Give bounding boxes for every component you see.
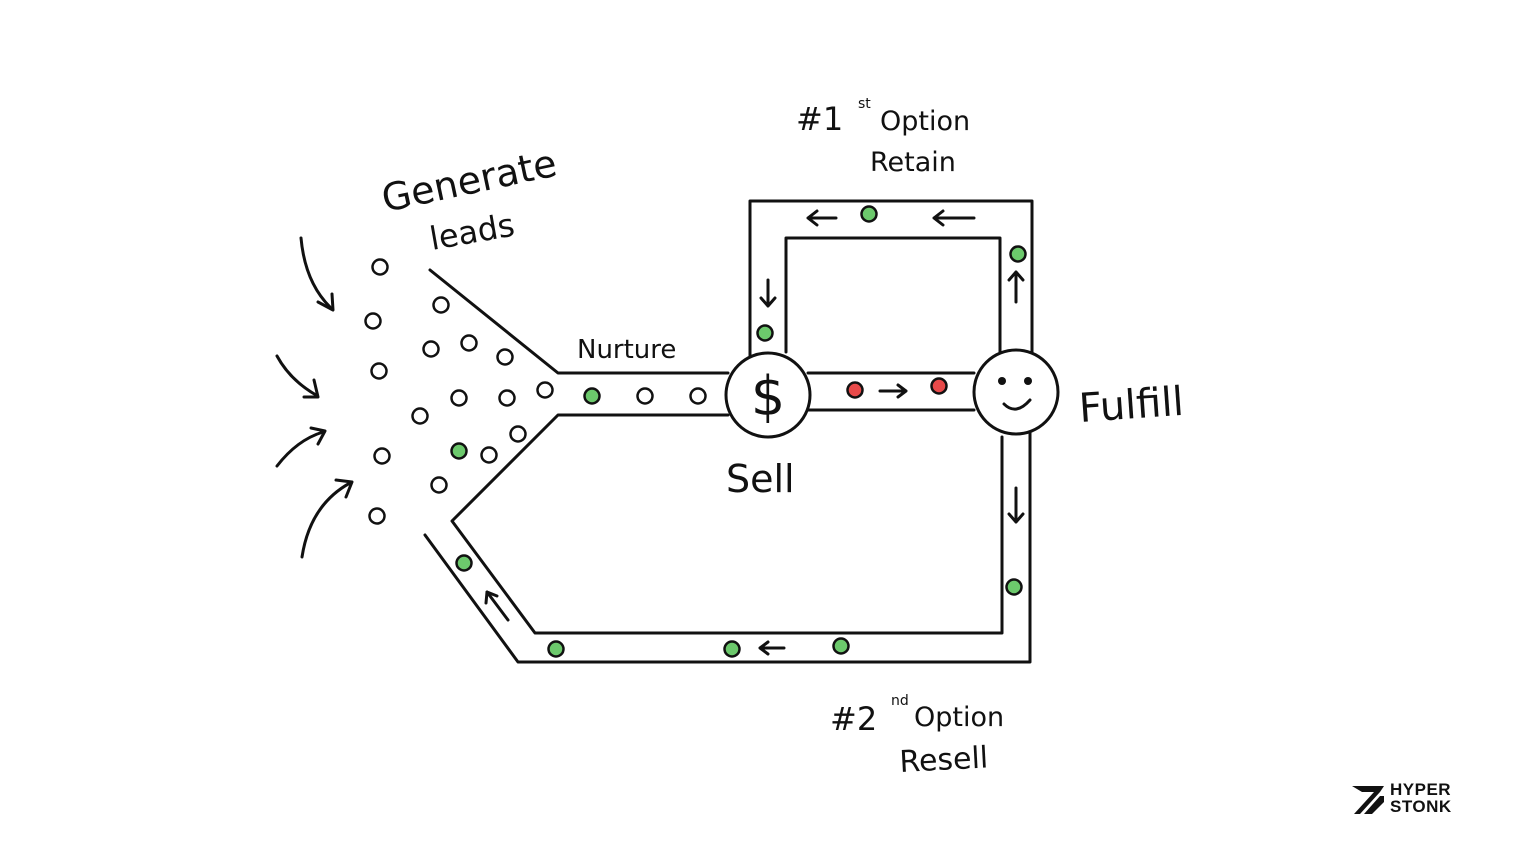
unfulfilled-lead-dot xyxy=(846,381,864,399)
lead-dot xyxy=(373,447,391,465)
option1-number: #1 xyxy=(796,100,843,138)
lead-dot xyxy=(496,348,514,366)
lead-dot xyxy=(422,340,440,358)
converted-lead-dot xyxy=(583,387,601,405)
converted-lead-dot xyxy=(756,324,774,342)
option2-number: #2 xyxy=(830,700,877,738)
lead-dot xyxy=(432,296,450,314)
option1-superscript: st xyxy=(858,96,871,112)
sell-circle xyxy=(724,351,812,439)
unfulfilled-lead-dot xyxy=(930,377,948,395)
hyperstonk-logo: HYPER STONK xyxy=(1350,780,1452,816)
converted-lead-dot xyxy=(455,554,473,572)
brand-line-1: HYPER xyxy=(1390,780,1452,799)
converted-lead-dot xyxy=(832,637,850,655)
lead-dot xyxy=(430,476,448,494)
lead-dot xyxy=(498,389,516,407)
converted-lead-dot xyxy=(450,442,468,460)
converted-lead-dot xyxy=(1005,578,1023,596)
fulfill-label: Fulfill xyxy=(1077,379,1185,432)
incoming-arrow-2-head xyxy=(302,378,320,399)
leads-label: leads xyxy=(427,206,517,258)
converted-lead-dot xyxy=(860,205,878,223)
converted-lead-dot xyxy=(547,640,565,658)
flow-arrow-up-right xyxy=(1007,270,1025,304)
flow-arrow-top-right xyxy=(932,209,976,227)
retain-outer-wall xyxy=(748,199,1034,374)
lead-dot xyxy=(411,407,429,425)
sell-dollar-icon: $ xyxy=(751,365,785,428)
lead-dot xyxy=(689,387,707,405)
incoming-arrow-1-head xyxy=(316,292,335,312)
flow-arrow-down-right xyxy=(1007,486,1025,524)
incoming-arrow-3-head xyxy=(309,426,327,446)
incoming-arrow-4-head xyxy=(334,478,354,499)
lead-dot xyxy=(370,362,388,380)
resell-label: Resell xyxy=(899,740,989,780)
incoming-arrow-2 xyxy=(275,354,318,397)
lead-dot xyxy=(364,312,382,330)
lead-dot xyxy=(636,387,654,405)
converted-lead-dot xyxy=(723,640,741,658)
flow-arrow-diagonal xyxy=(484,590,510,622)
resell-outer-wall xyxy=(423,426,1032,664)
lead-dot xyxy=(460,334,478,352)
option2-superscript: nd xyxy=(891,693,909,709)
funnel-top-wall xyxy=(428,268,730,375)
lead-dot xyxy=(450,389,468,407)
incoming-arrow-1 xyxy=(299,236,332,309)
lead-dot xyxy=(509,425,527,443)
incoming-arrow-4 xyxy=(300,481,352,559)
lead-dot xyxy=(536,381,554,399)
hyperstonk-logo-mark-icon xyxy=(1352,786,1384,814)
nurture-label: Nurture xyxy=(577,335,676,365)
option2-word: Option xyxy=(914,702,1004,733)
smiley-face-icon xyxy=(998,377,1032,411)
retain-label: Retain xyxy=(870,147,956,178)
incoming-arrow-3 xyxy=(275,430,325,468)
lead-dot xyxy=(480,446,498,464)
generate-label: Generate xyxy=(378,141,561,221)
sell-label: Sell xyxy=(726,457,795,501)
lead-dot xyxy=(371,258,389,276)
flow-arrow-middle xyxy=(878,383,908,399)
funnel-bottom-wall xyxy=(450,413,1004,635)
fulfill-circle xyxy=(972,348,1060,436)
brand-line-2: STONK xyxy=(1390,797,1452,816)
flow-arrow-down-left xyxy=(759,278,777,308)
flow-arrow-bottom xyxy=(758,640,786,656)
retain-inner-wall xyxy=(784,236,1002,355)
converted-lead-dot xyxy=(1009,245,1027,263)
option1-word: Option xyxy=(880,106,970,137)
flow-arrow-top-left xyxy=(806,209,838,227)
lead-dot xyxy=(368,507,386,525)
